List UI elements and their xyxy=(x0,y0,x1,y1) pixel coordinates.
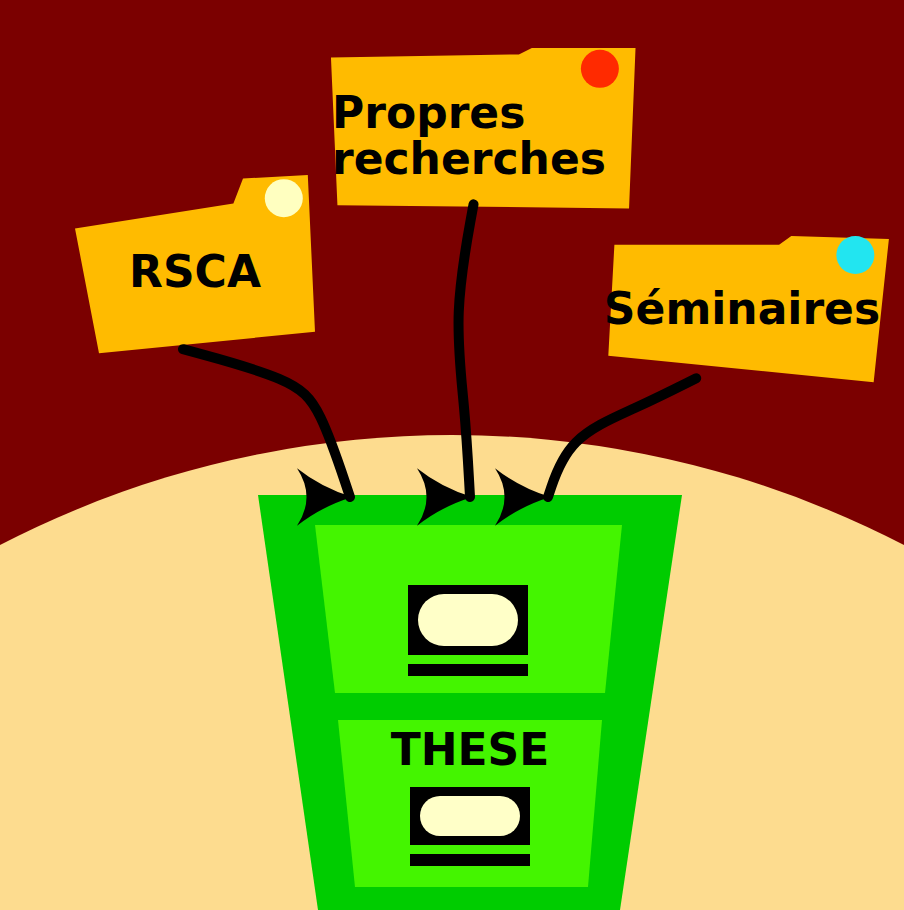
folder-dot xyxy=(265,179,303,217)
folder-label: Propres recherches xyxy=(332,90,628,182)
handle-grip xyxy=(420,796,520,836)
folder: Propres recherches xyxy=(318,48,642,208)
arrow-connector xyxy=(548,378,696,497)
arrow-connector xyxy=(183,349,350,497)
folder-dot xyxy=(581,50,619,88)
folder: Séminaires xyxy=(590,236,895,382)
folder-label: Séminaires xyxy=(604,286,880,332)
drawer xyxy=(315,525,622,693)
ground-arc xyxy=(0,435,904,910)
handle-frame xyxy=(408,585,528,655)
folder: RSCA xyxy=(75,175,315,353)
handle-frame xyxy=(410,787,530,845)
drawer xyxy=(338,720,602,887)
label-slot xyxy=(410,854,530,866)
label-slot xyxy=(408,664,528,676)
cabinet-body xyxy=(258,495,682,910)
folder-dot xyxy=(836,236,874,274)
folder-body xyxy=(75,175,315,353)
arrow-connector xyxy=(458,204,473,497)
cabinet-label: THESE xyxy=(391,727,550,773)
handle-grip xyxy=(418,594,518,646)
folder-body xyxy=(331,48,636,208)
cabinet-shape xyxy=(258,495,682,910)
filing-cabinet: THESE xyxy=(258,495,682,910)
folder-label: RSCA xyxy=(129,249,261,295)
